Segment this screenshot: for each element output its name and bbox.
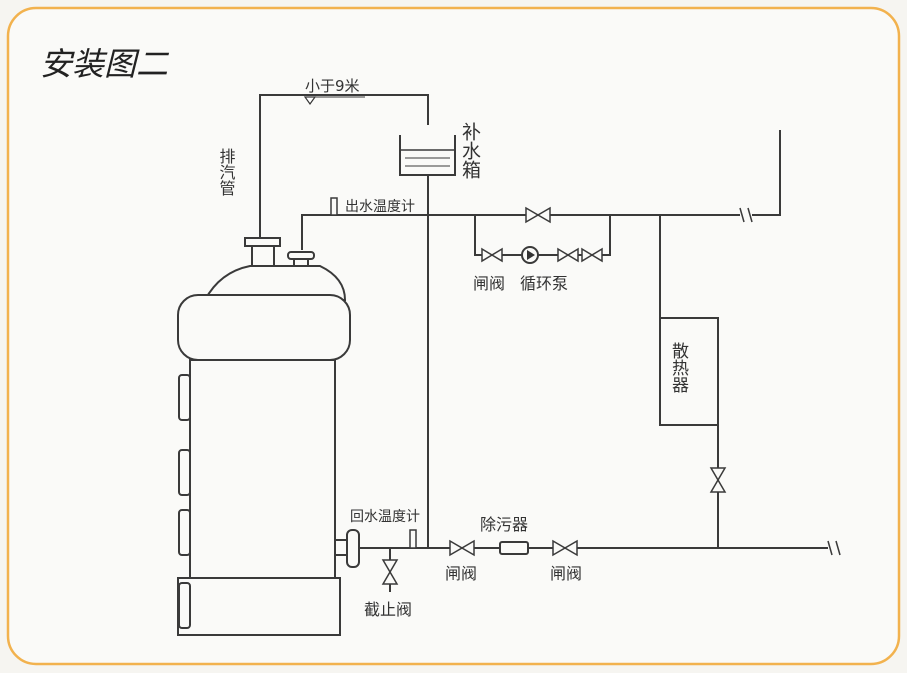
gate-valve-icon xyxy=(481,247,494,263)
stop-valve-icon xyxy=(381,559,399,574)
gate-valve-right-icon xyxy=(552,539,567,557)
radiator xyxy=(659,215,727,548)
return-pipe xyxy=(334,529,841,592)
supply-pipe xyxy=(301,130,781,250)
return-thermometer-label: 回水温度计 xyxy=(350,509,420,525)
dirt-separator-label: 除污器 xyxy=(480,515,528,534)
radiator-label: 散热器 xyxy=(668,342,689,393)
gate-valve-top-label: 闸阀 xyxy=(473,274,505,293)
dirt-separator-icon xyxy=(499,541,529,555)
exhaust-pipe-label: 排汽管 xyxy=(217,148,236,196)
exhaust-pipe-label-text: 排汽管 xyxy=(217,148,236,196)
radiator-valve-icon xyxy=(709,467,727,482)
makeup-water-tank xyxy=(399,135,456,548)
pump-bypass xyxy=(474,215,611,264)
stop-valve-label: 截止阀 xyxy=(364,600,412,619)
gate-valve-left-label: 闸阀 xyxy=(445,564,477,583)
diagram-title: 安装图二 xyxy=(40,45,170,83)
outlet-thermometer-icon xyxy=(330,197,338,216)
height-limit-label: 小于9米 xyxy=(305,77,360,95)
makeup-tank-label: 补水箱 xyxy=(459,122,481,179)
outlet-thermometer-label: 出水温度计 xyxy=(345,199,415,215)
return-thermometer-icon xyxy=(409,529,417,549)
boiler xyxy=(177,237,351,636)
gate-valve-left-icon xyxy=(449,539,464,557)
circulation-pump-label: 循环泵 xyxy=(520,274,568,293)
exhaust-pipe xyxy=(259,94,429,248)
gate-valve-right-label: 闸阀 xyxy=(550,564,582,583)
gate-valve-supply xyxy=(525,206,551,224)
